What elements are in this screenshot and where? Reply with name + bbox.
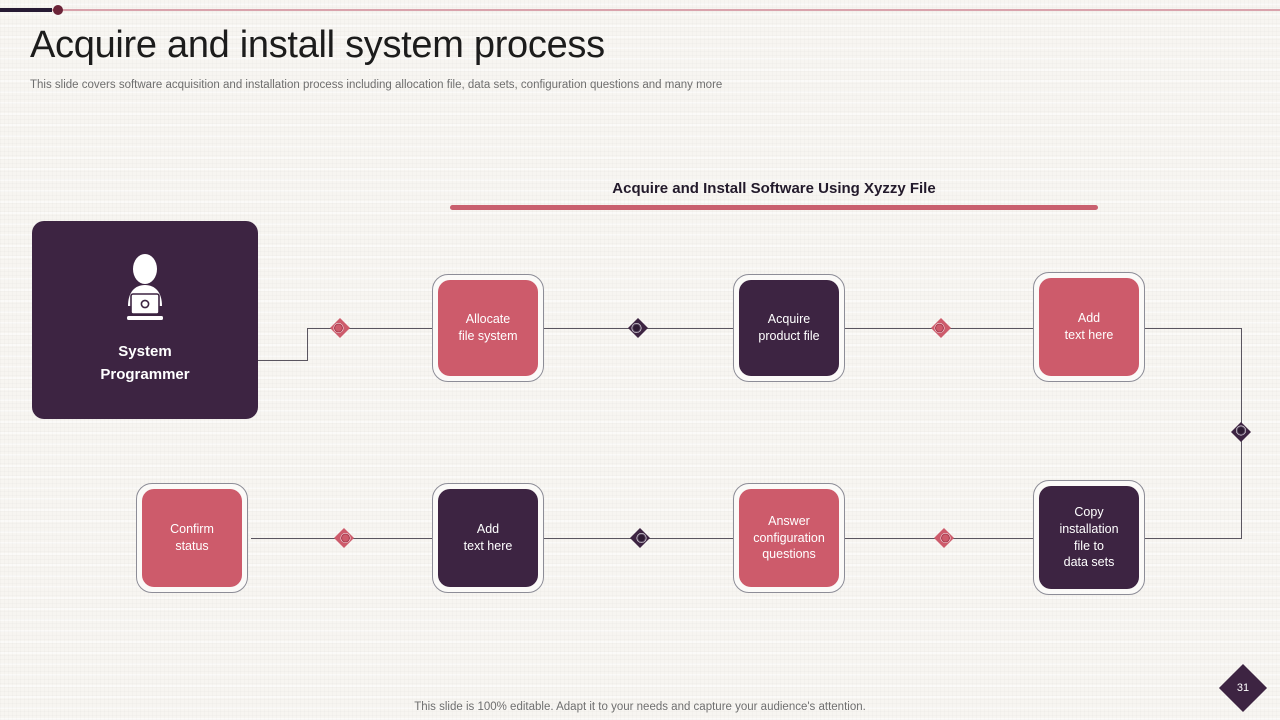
process-node-answer-configuration-questions[interactable]: Answer configuration questions <box>733 483 845 593</box>
process-node-label: Add text here <box>438 489 538 587</box>
connector-actor-to-step1-riser <box>307 328 308 361</box>
connector-right-edge-to-copy <box>1145 538 1242 539</box>
diagram-title: Acquire and Install Software Using Xyzzy… <box>612 180 936 197</box>
process-node-label: Add text here <box>1039 278 1139 376</box>
arrow-marker-right-rose-2 <box>930 317 952 339</box>
arrow-marker-right-plum-1 <box>627 317 649 339</box>
process-node-copy-installation-file[interactable]: Copy installation file to data sets <box>1033 480 1145 595</box>
process-node-acquire-product-file[interactable]: Acquire product file <box>733 274 845 382</box>
arrow-marker-down-plum <box>1230 421 1252 443</box>
footer-note: This slide is 100% editable. Adapt it to… <box>414 701 866 713</box>
process-node-label: Copy installation file to data sets <box>1039 486 1139 589</box>
arrow-marker-left-rose-1 <box>933 527 955 549</box>
diagram-title-underline <box>450 205 1098 210</box>
page-title: Acquire and install system process <box>30 24 605 66</box>
person-at-computer-icon <box>116 254 174 329</box>
process-node-label: Acquire product file <box>739 280 839 376</box>
page-number-label: 31 <box>1236 682 1250 694</box>
connector-actor-to-step1-a <box>258 360 308 361</box>
top-decorative-rule <box>0 5 1280 17</box>
arrow-marker-left-rose-2 <box>333 527 355 549</box>
arrow-marker-right-rose-1 <box>329 317 351 339</box>
top-rule-dark-segment <box>0 8 52 12</box>
top-rule-dot <box>53 5 63 15</box>
arrow-marker-left-plum <box>629 527 651 549</box>
top-rule-pink-segment <box>52 9 1280 11</box>
process-node-add-text-here-1[interactable]: Add text here <box>1033 272 1145 382</box>
actor-label: System Programmer <box>100 343 190 383</box>
process-node-label: Answer configuration questions <box>739 489 839 587</box>
process-node-add-text-here-2[interactable]: Add text here <box>432 483 544 593</box>
actor-card-system-programmer[interactable]: System Programmer <box>32 221 258 419</box>
connector-actor-to-step1-b <box>307 328 432 329</box>
page-subtitle: This slide covers software acquisition a… <box>30 79 723 91</box>
process-node-allocate-file-system[interactable]: Allocate file system <box>432 274 544 382</box>
process-node-confirm-status[interactable]: Confirm status <box>136 483 248 593</box>
process-node-label: Allocate file system <box>438 280 538 376</box>
connector-add1-to-right-edge <box>1145 328 1241 329</box>
process-node-label: Confirm status <box>142 489 242 587</box>
